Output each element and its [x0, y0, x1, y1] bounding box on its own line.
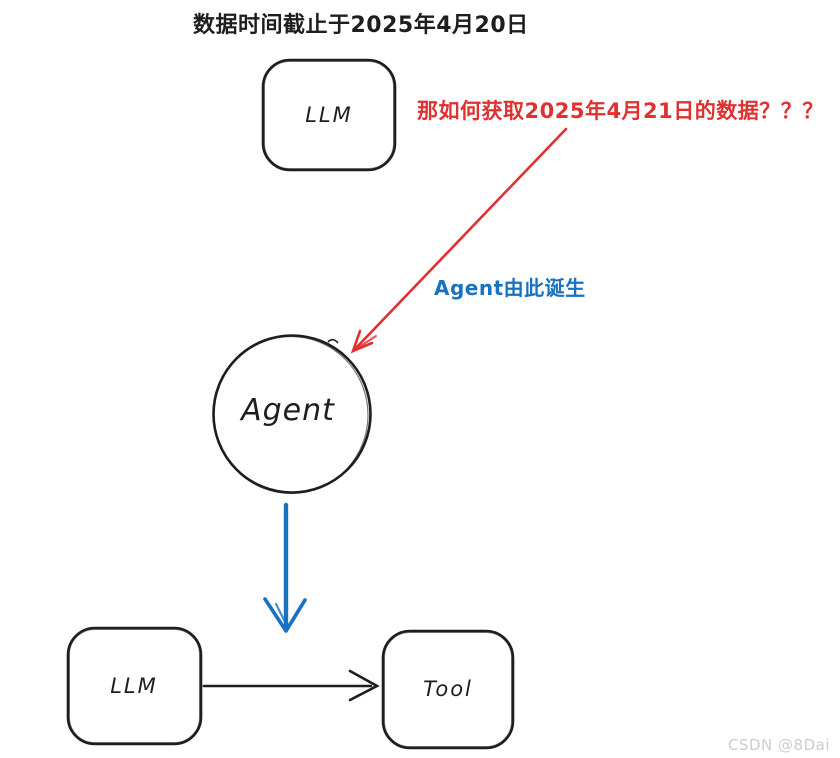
llm-top-label: LLM: [305, 103, 353, 127]
blue-arrow-head-sketch: [274, 602, 289, 628]
agent-circle-sketch-stroke: [213, 335, 369, 495]
blue-arrow: [263, 502, 307, 633]
llm-top-box: [261, 58, 397, 172]
watermark-text: CSDN @8Dai: [728, 736, 830, 754]
llm-top-box-sketch-stroke: [264, 61, 394, 169]
llm-bottom-label: LLM: [110, 674, 158, 698]
question-annotation: 那如何获取2025年4月21日的数据？？？: [417, 99, 824, 123]
red-arrow: [350, 127, 568, 354]
agent-label: Agent: [239, 393, 335, 428]
tool-box: [381, 629, 515, 750]
llm-top-node: LLM: [261, 58, 397, 172]
title-text: 数据时间截止于2025年4月20日: [193, 12, 529, 38]
tool-node: Tool: [381, 629, 515, 750]
agent-note: Agent由此诞生: [434, 276, 586, 300]
llm-bottom-node: LLM: [66, 626, 203, 746]
black-arrow-head-sketch: [354, 686, 376, 698]
llm-bottom-box-sketch-stroke: [69, 629, 200, 743]
blue-arrow-head: [263, 597, 307, 633]
llm-bottom-box: [66, 626, 203, 746]
black-arrow: [202, 669, 380, 702]
red-arrow-shaft: [353, 127, 568, 351]
tool-box-sketch-stroke: [384, 632, 512, 747]
red-arrow-head-sketch: [352, 335, 377, 352]
agent-circle-sketch-tick: [327, 338, 339, 344]
agent-node: Agent: [212, 334, 372, 495]
tool-label: Tool: [423, 677, 473, 701]
